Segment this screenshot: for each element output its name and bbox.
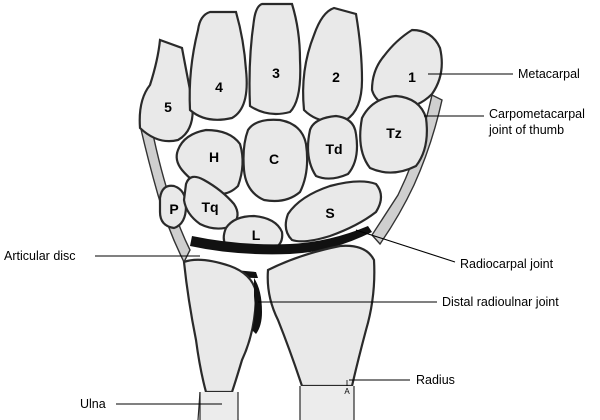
metacarpal-3: 3 <box>248 2 302 116</box>
ulna-callout: Ulna <box>80 397 106 411</box>
triquetrum: Tq <box>182 175 239 230</box>
articular-disc <box>190 226 372 255</box>
metacarpal-1-label: 1 <box>408 69 416 85</box>
scaphoid: S <box>284 180 383 243</box>
metacarpal-4-label: 4 <box>215 79 223 95</box>
cmc-thumb-callout-line1: Carpometacarpal <box>489 107 585 121</box>
metacarpal-5: 5 <box>138 38 194 143</box>
radius-marker-label: A <box>344 387 350 396</box>
trapezium-label: Tz <box>386 125 402 141</box>
distal-radioulnar-joint-gap <box>252 278 262 334</box>
metacarpal-callout: Metacarpal <box>518 67 580 81</box>
trapezium: Tz <box>359 94 428 174</box>
hamate-label: H <box>209 149 219 165</box>
metacarpal-4: 4 <box>188 10 248 121</box>
radiocarpal-joint-leader <box>355 229 456 263</box>
distal-radioulnar-joint-callout: Distal radioulnar joint <box>442 295 559 309</box>
trapezoid-label: Td <box>325 141 342 157</box>
radius <box>266 244 376 420</box>
metacarpal-3-label: 3 <box>272 65 280 81</box>
trapezoid: Td <box>306 114 359 180</box>
radius-callout: Radius <box>416 373 455 387</box>
cmc-thumb-callout-line2: joint of thumb <box>488 123 564 137</box>
articular-disc-callout: Articular disc <box>4 249 76 263</box>
metacarpal-2: 2 <box>302 6 364 123</box>
triquetrum-label: Tq <box>201 199 218 215</box>
pisiform: P <box>158 184 188 230</box>
pisiform-label: P <box>169 201 178 217</box>
radiocarpal-joint-callout: Radiocarpal joint <box>460 257 554 271</box>
ulna <box>182 258 258 420</box>
scaphoid-label: S <box>325 205 334 221</box>
capitate-label: C <box>269 151 279 167</box>
lunate-label: L <box>252 227 261 243</box>
metacarpal-2-label: 2 <box>332 69 340 85</box>
metacarpal-5-label: 5 <box>164 99 172 115</box>
capitate: C <box>242 118 309 203</box>
